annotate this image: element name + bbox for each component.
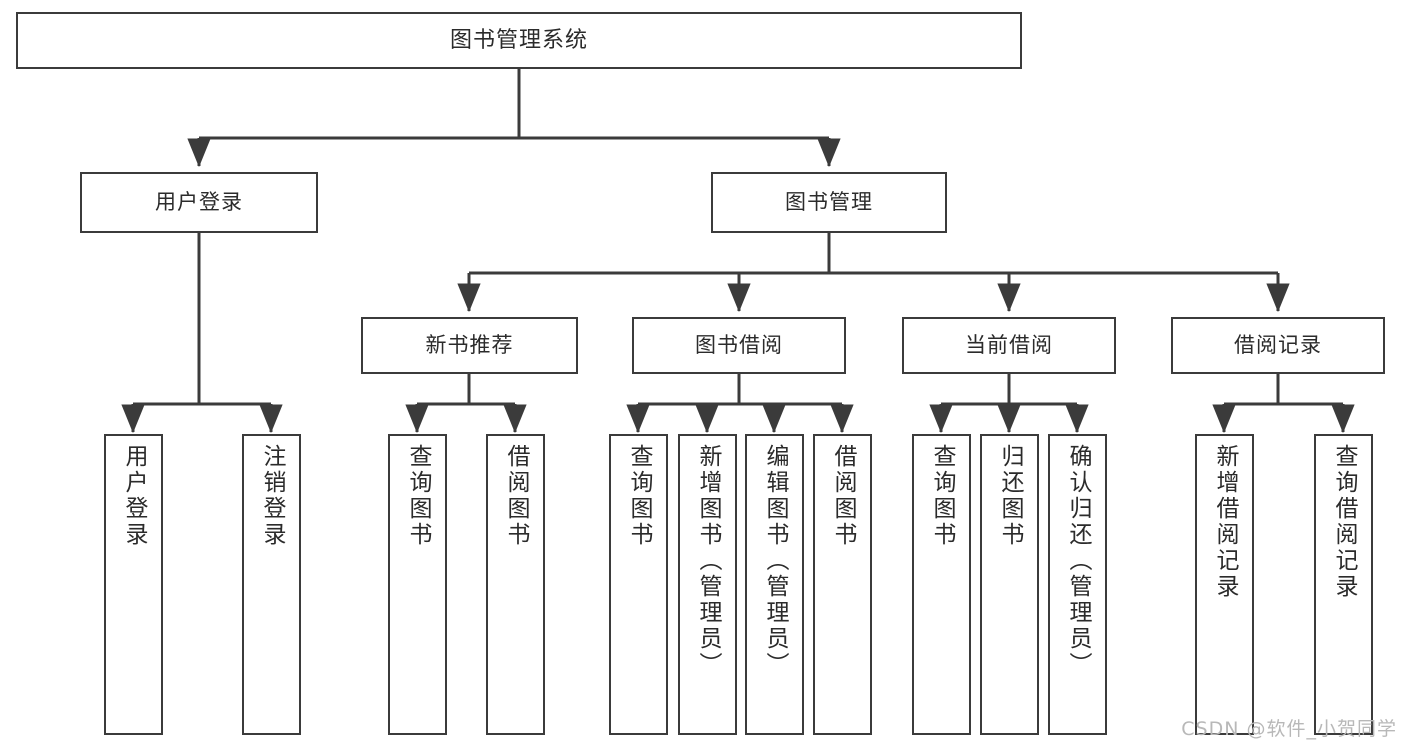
node-leaf-query-book-current[interactable]: 查询图书 (912, 434, 971, 735)
node-label: 图书管理系统 (449, 27, 588, 53)
node-label: 用户登录 (155, 190, 243, 215)
node-root-system[interactable]: 图书管理系统 (16, 12, 1022, 69)
watermark-text: CSDN @软件_小贺同学 (1181, 718, 1397, 740)
node-borrow-records[interactable]: 借阅记录 (1171, 317, 1385, 374)
node-leaf-add-borrow-record[interactable]: 新增借阅记录 (1195, 434, 1254, 735)
node-label: 归还图书 (997, 444, 1023, 548)
node-label: 当前借阅 (965, 333, 1053, 358)
node-leaf-query-book-borrow[interactable]: 查询图书 (609, 434, 668, 735)
node-label: 编辑图书（管理员） (762, 444, 788, 678)
node-label: 借阅图书 (830, 444, 856, 548)
node-label: 新增图书（管理员） (695, 444, 721, 678)
node-label: 查询图书 (626, 444, 652, 548)
node-label: 借阅图书 (503, 444, 529, 548)
node-user-login[interactable]: 用户登录 (80, 172, 318, 233)
node-label: 图书管理 (785, 190, 873, 215)
node-leaf-return-book[interactable]: 归还图书 (980, 434, 1039, 735)
node-label: 查询借阅记录 (1331, 444, 1357, 600)
node-current-borrowing[interactable]: 当前借阅 (902, 317, 1116, 374)
node-label: 借阅记录 (1234, 333, 1322, 358)
node-leaf-confirm-return-admin[interactable]: 确认归还（管理员） (1048, 434, 1107, 735)
node-label: 图书借阅 (695, 333, 783, 358)
node-leaf-add-book-admin[interactable]: 新增图书（管理员） (678, 434, 737, 735)
node-new-book-recommendation[interactable]: 新书推荐 (361, 317, 578, 374)
node-leaf-user-login[interactable]: 用户登录 (104, 434, 163, 735)
node-leaf-borrow-book-new[interactable]: 借阅图书 (486, 434, 545, 735)
node-label: 新增借阅记录 (1212, 444, 1238, 600)
node-label: 确认归还（管理员） (1065, 444, 1091, 678)
node-book-management[interactable]: 图书管理 (711, 172, 947, 233)
node-label: 新书推荐 (425, 333, 514, 358)
node-leaf-borrow-book[interactable]: 借阅图书 (813, 434, 872, 735)
node-book-borrowing[interactable]: 图书借阅 (632, 317, 846, 374)
node-leaf-edit-book-admin[interactable]: 编辑图书（管理员） (745, 434, 804, 735)
node-leaf-logout[interactable]: 注销登录 (242, 434, 301, 735)
node-label: 查询图书 (929, 444, 955, 548)
node-leaf-query-book-new[interactable]: 查询图书 (388, 434, 447, 735)
node-label: 注销登录 (259, 444, 285, 548)
node-leaf-query-borrow-record[interactable]: 查询借阅记录 (1314, 434, 1373, 735)
node-label: 用户登录 (121, 444, 147, 548)
node-label: 查询图书 (405, 444, 431, 548)
